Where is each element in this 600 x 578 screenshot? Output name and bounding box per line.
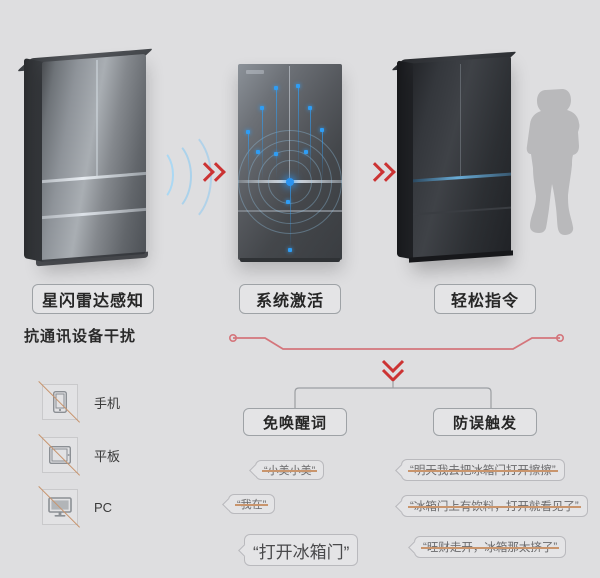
signal-point xyxy=(256,150,260,154)
bubble-wakeword-1: “小美小美” xyxy=(255,460,325,480)
arrow-stage-2-to-3 xyxy=(368,160,388,180)
signal-trace xyxy=(290,183,291,249)
stage-label-1: 星闪雷达感知 xyxy=(32,284,154,314)
connector-endpoint-left xyxy=(229,333,238,342)
red-connector-line xyxy=(233,337,560,350)
brand-logo xyxy=(246,70,264,74)
stage-label-3: 轻松指令 xyxy=(434,284,536,314)
device-row-pc: PC xyxy=(38,486,113,528)
feature-label-wakeword: 免唤醒词 xyxy=(262,414,327,432)
fridge-base xyxy=(240,258,340,262)
feature-pill-misfire: 防误触发 xyxy=(433,408,537,436)
signal-point xyxy=(260,106,264,110)
signal-trace xyxy=(248,132,249,180)
signal-point xyxy=(288,248,292,252)
bubble-wakeword-2: “我在” xyxy=(228,494,276,514)
stage-label-1-text: 星闪雷达感知 xyxy=(41,293,144,310)
disabled-slash-icon xyxy=(38,381,81,423)
bubble-wakeword-3: “打开冰箱门” xyxy=(244,534,359,566)
arrow-stage-1-to-2 xyxy=(198,160,218,180)
device-row-phone: 手机 xyxy=(38,381,121,423)
signal-point xyxy=(296,84,300,88)
bubble-misfire-1-text: “明天我去把冰箱门打开擦擦” xyxy=(408,462,558,478)
signal-point xyxy=(304,150,308,154)
fridge-side-panel xyxy=(24,58,44,262)
radar-converge-icon xyxy=(286,178,294,186)
device-label-pc: PC xyxy=(94,499,113,515)
bubble-wakeword-1-text: “小美小美” xyxy=(261,462,318,478)
bubble-wakeword-2-text: “我在” xyxy=(234,496,269,512)
signal-trace xyxy=(322,130,323,180)
signal-trace xyxy=(262,108,263,180)
monitor-glyph xyxy=(48,497,72,517)
chevron-double-right-icon xyxy=(379,160,388,180)
bubble-misfire-2: “冰箱门上有饮料，打开就看见了” xyxy=(401,495,588,517)
signal-point xyxy=(274,86,278,90)
chevron-double-right-icon xyxy=(198,160,207,180)
bubble-misfire-3: “旺财走开，冰箱那太挤了” xyxy=(414,536,567,558)
disabled-slash-icon xyxy=(38,434,81,476)
feature-pill-wakeword: 免唤醒词 xyxy=(243,408,347,436)
signal-point xyxy=(308,106,312,110)
signal-point xyxy=(286,200,290,204)
person-silhouette-icon xyxy=(526,89,580,235)
phone-glyph xyxy=(53,391,67,413)
tablet-glyph xyxy=(49,446,71,464)
device-row-tablet: 平板 xyxy=(38,434,121,476)
signal-trace xyxy=(276,88,277,180)
fridge-door-seam xyxy=(96,59,98,179)
monitor-disabled-icon xyxy=(38,486,81,528)
stage-label-2: 系统激活 xyxy=(239,284,341,314)
connector-endpoint-right xyxy=(555,333,564,342)
fridge-front-panel xyxy=(413,56,511,262)
signal-point xyxy=(320,128,324,132)
fridge-door-seam xyxy=(289,66,291,182)
feature-label-misfire: 防误触发 xyxy=(452,414,517,432)
bubble-misfire-2-text: “冰箱门上有饮料，打开就看见了” xyxy=(408,498,581,514)
bubble-wakeword-3-text: “打开冰箱门” xyxy=(253,542,350,562)
stage-label-3-text: 轻松指令 xyxy=(450,293,519,310)
tablet-disabled-icon xyxy=(38,434,81,476)
device-label-tablet: 平板 xyxy=(94,448,121,464)
fridge-door-seam xyxy=(460,63,462,177)
bubble-misfire-3-text: “旺财走开，冰箱那太挤了” xyxy=(420,539,560,555)
chevron-double-right-icon xyxy=(209,160,218,180)
signal-trace xyxy=(298,86,299,180)
disabled-slash-icon xyxy=(38,486,81,528)
stage-label-2-text: 系统激活 xyxy=(255,293,324,310)
bubble-misfire-1: “明天我去把冰箱门打开擦擦” xyxy=(401,459,565,481)
anti-interference-title: 抗通讯设备干扰 xyxy=(24,328,137,345)
device-label-phone: 手机 xyxy=(94,395,121,411)
chevron-double-right-icon xyxy=(368,160,377,180)
fridge-front-panel xyxy=(42,53,146,263)
signal-trace xyxy=(310,108,311,180)
signal-point xyxy=(274,152,278,156)
signal-point xyxy=(246,130,250,134)
chevron-double-down-icon xyxy=(381,359,405,374)
chevron-double-down-icon xyxy=(381,368,405,383)
phone-disabled-icon xyxy=(38,381,81,423)
